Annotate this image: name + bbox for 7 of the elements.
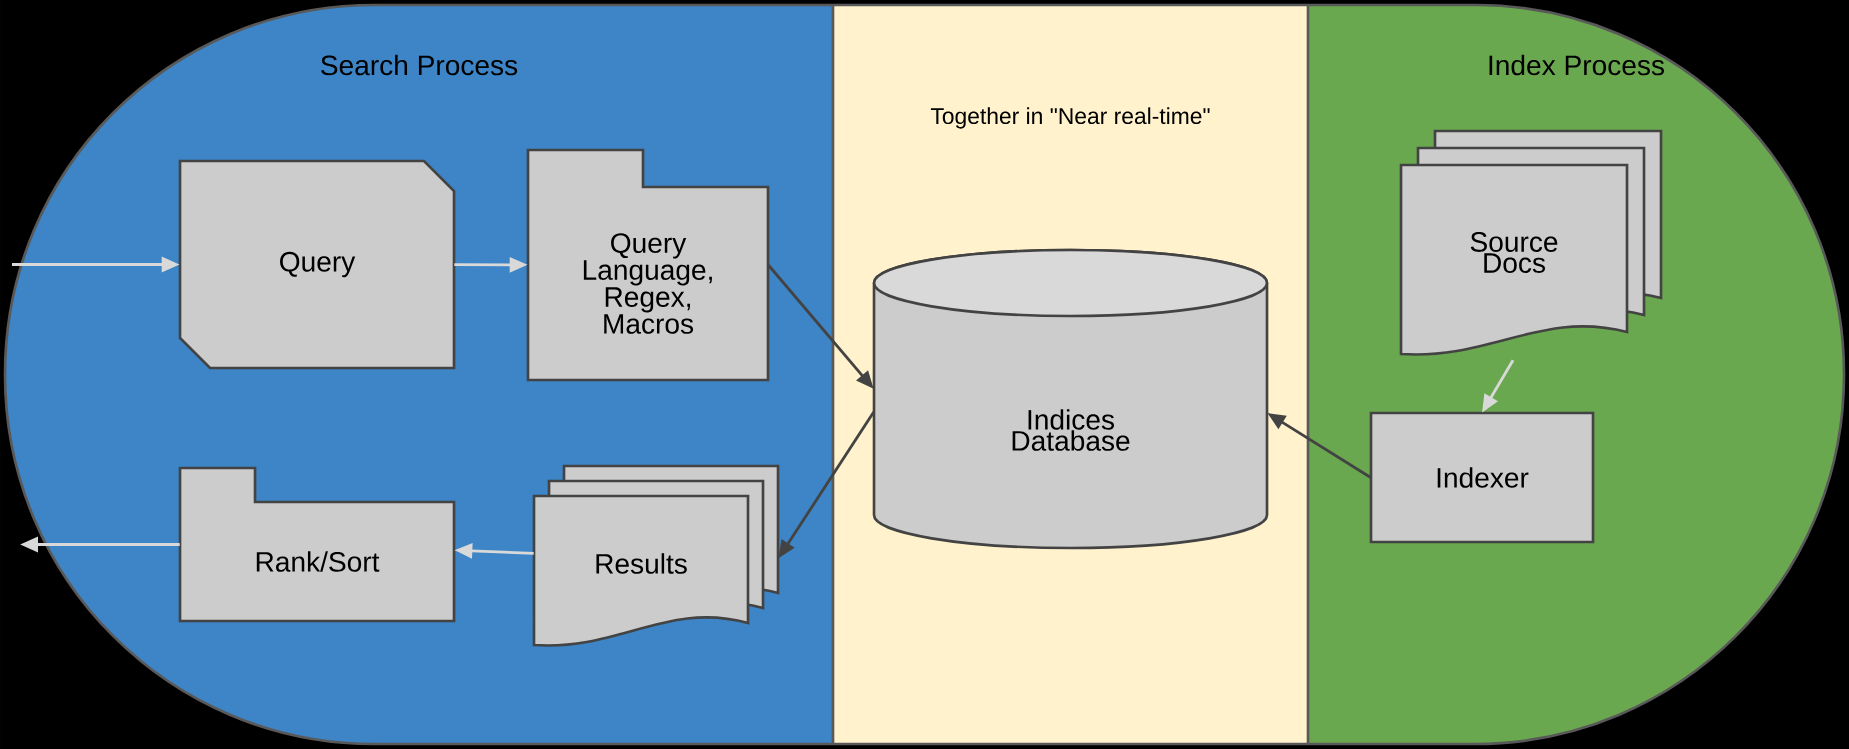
folder-box: Query Language, Regex, Macros — [526, 148, 770, 382]
process-box: Indexer — [1369, 411, 1595, 544]
document-stack: Results — [532, 464, 780, 647]
document-box: Query — [178, 159, 456, 370]
document-stack: Source Docs — [1399, 129, 1663, 356]
database-cylinder: Indices Database — [872, 248, 1269, 550]
folder-box: Rank/Sort — [178, 466, 456, 623]
